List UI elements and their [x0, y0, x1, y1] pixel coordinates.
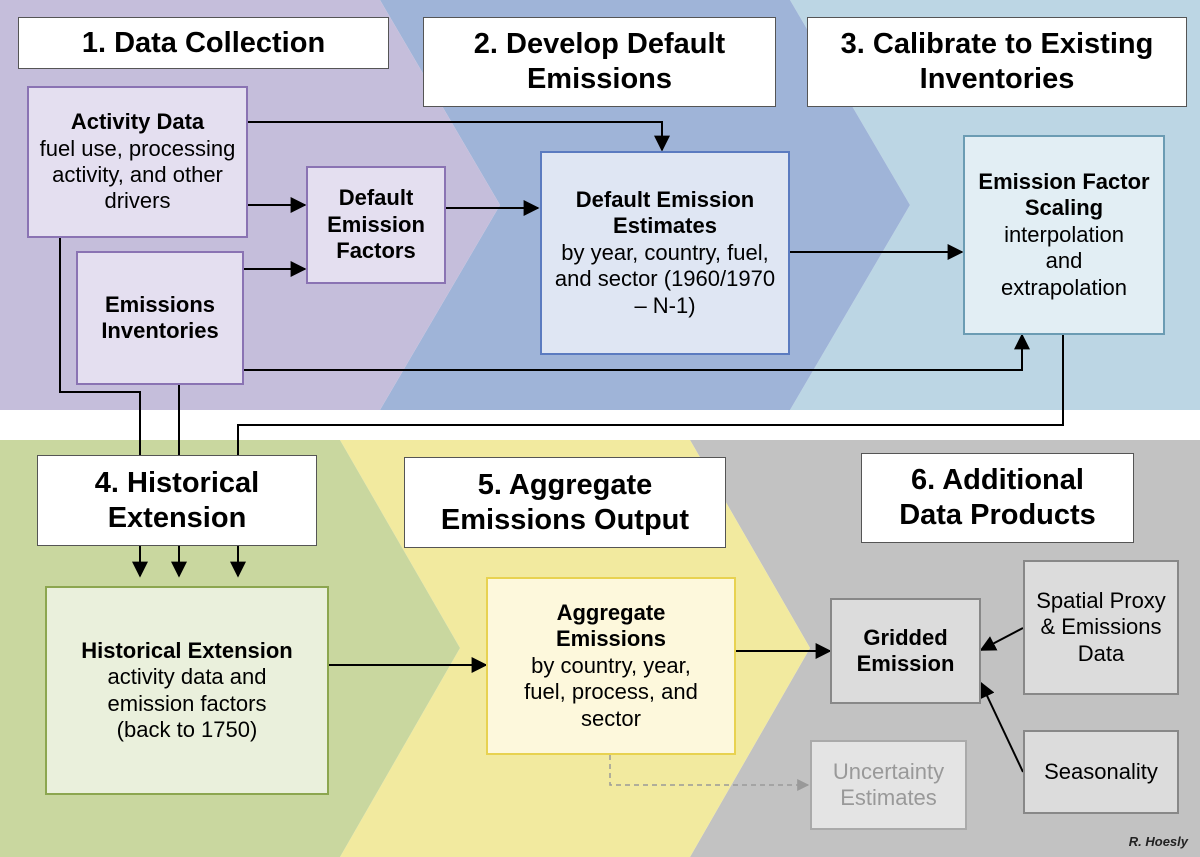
- default-emission-estimates-title: Default Emission Estimates: [575, 187, 755, 239]
- emission-factor-scaling-body: interpolation and extrapolation: [1001, 221, 1127, 300]
- arrow-aggregate-to-uncertainty: [609, 755, 810, 791]
- stage-header-historical: 4. Historical Extension: [37, 455, 317, 546]
- arrow-seasonality-to-gridded: [979, 681, 1024, 773]
- activity-data-body: fuel use, processing activity, and other…: [39, 135, 236, 214]
- author-credit: R. Hoesly: [1128, 834, 1188, 849]
- historical-extension-body: activity data and emission factors (back…: [107, 664, 267, 742]
- stage-header-text: 4. Historical Extension: [94, 466, 260, 534]
- uncertainty-estimates-box: Uncertainty Estimates: [810, 740, 967, 830]
- stage-header-text: 2. Develop Default Emissions: [473, 28, 726, 95]
- arrow-spatial-to-gridded: [979, 627, 1024, 651]
- arrow-activity-to-estimates: [248, 121, 670, 152]
- arrow-inventories-to-scaling: [244, 333, 1030, 371]
- aggregate-emissions-body: by country, year, fuel, process, and sec…: [524, 652, 698, 731]
- default-emission-estimates-box: Default Emission Estimates by year, coun…: [540, 151, 790, 355]
- default-emission-estimates-body: by year, country, fuel, and sector (1960…: [554, 239, 776, 318]
- emissions-inventories-title: Emissions Inventories: [101, 291, 219, 343]
- default-emission-factors-box: Default Emission Factors: [306, 166, 446, 284]
- gridded-emission-box: Gridded Emission: [830, 598, 981, 704]
- historical-extension-title: Historical Extension: [81, 637, 293, 663]
- emission-factor-scaling-title: Emission Factor Scaling: [978, 169, 1150, 221]
- line-activity-down: [59, 238, 141, 455]
- stage-header-calibrate: 3. Calibrate to Existing Inventories: [807, 17, 1187, 107]
- stage-header-text: 3. Calibrate to Existing Inventories: [840, 28, 1154, 95]
- activity-data-box: Activity Data fuel use, processing activ…: [27, 86, 248, 238]
- stage-header-develop-default: 2. Develop Default Emissions: [423, 17, 776, 107]
- aggregate-emissions-box: Aggregate Emissions by country, year, fu…: [486, 577, 736, 755]
- stage-header-additional: 6. Additional Data Products: [861, 453, 1134, 543]
- emission-factor-scaling-box: Emission Factor Scaling interpolation an…: [963, 135, 1165, 335]
- spatial-proxy-box: Spatial Proxy & Emissions Data: [1023, 560, 1179, 695]
- stage-header-aggregate: 5. Aggregate Emissions Output: [404, 457, 726, 548]
- spatial-proxy-body: Spatial Proxy & Emissions Data: [1036, 587, 1166, 666]
- seasonality-box: Seasonality: [1023, 730, 1179, 814]
- stage-header-data-collection: 1. Data Collection: [18, 17, 389, 69]
- uncertainty-estimates-body: Uncertainty Estimates: [832, 758, 945, 810]
- stage-header-text: 1. Data Collection: [81, 26, 326, 59]
- stage-header-text: 6. Additional Data Products: [899, 464, 1096, 531]
- stage-header-text: 5. Aggregate Emissions Output: [440, 468, 690, 536]
- default-emission-factors-title: Default Emission Factors: [327, 185, 425, 264]
- emissions-inventories-box: Emissions Inventories: [76, 251, 244, 385]
- gridded-emission-title: Gridded Emission: [856, 624, 955, 676]
- historical-extension-box: Historical Extension activity data and e…: [45, 586, 329, 795]
- seasonality-body: Seasonality: [1044, 758, 1158, 784]
- activity-data-title: Activity Data: [70, 109, 205, 135]
- line-scaling-to-historical: [237, 335, 1064, 455]
- aggregate-emissions-title: Aggregate Emissions: [555, 600, 667, 652]
